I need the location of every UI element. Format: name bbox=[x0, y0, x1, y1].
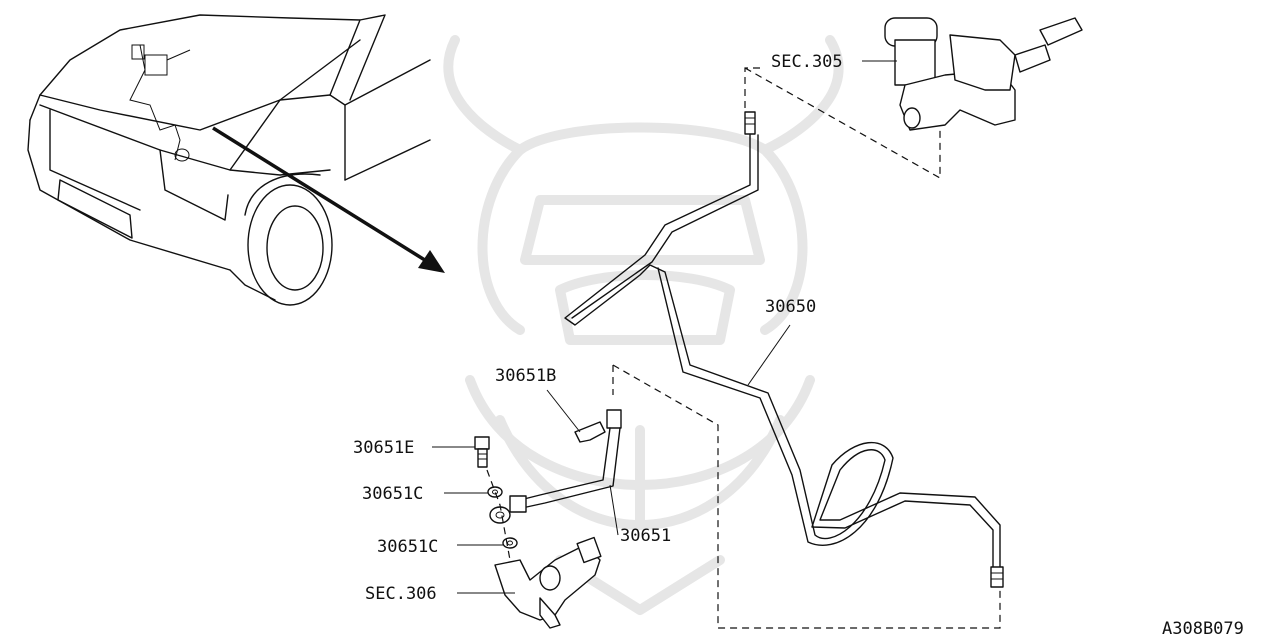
label-30651C-lower: 30651C bbox=[377, 537, 438, 557]
label-30650: 30650 bbox=[765, 297, 816, 317]
leader-lines bbox=[432, 60, 897, 594]
dashed-connector-top bbox=[744, 67, 941, 180]
label-30651C-upper: 30651C bbox=[362, 484, 423, 504]
label-sec306: SEC.306 bbox=[365, 584, 437, 604]
bolt-30651E bbox=[474, 436, 490, 468]
clip-30651B bbox=[574, 421, 606, 443]
label-30651E: 30651E bbox=[353, 438, 414, 458]
label-30651: 30651 bbox=[620, 526, 671, 546]
washer-30651C-upper bbox=[487, 486, 503, 498]
figure-code: A308B079 bbox=[1162, 619, 1244, 638]
upper-pipe-fitting bbox=[744, 111, 756, 135]
operating-cylinder bbox=[494, 536, 602, 629]
master-cylinder bbox=[884, 17, 1083, 131]
banjo-fitting bbox=[489, 506, 511, 524]
direction-arrow bbox=[212, 126, 445, 273]
label-sec305: SEC.305 bbox=[771, 52, 843, 72]
label-30651B: 30651B bbox=[495, 366, 556, 386]
clutch-tube-30650 bbox=[564, 134, 1004, 588]
washer-30651C-lower bbox=[502, 537, 518, 549]
dashed-bolt-axis bbox=[486, 469, 511, 561]
watermark-logo bbox=[443, 35, 844, 615]
vehicle-illustration bbox=[27, 14, 431, 306]
clutch-hose-30651 bbox=[509, 409, 622, 513]
dashed-connector-bottom bbox=[612, 364, 1001, 629]
